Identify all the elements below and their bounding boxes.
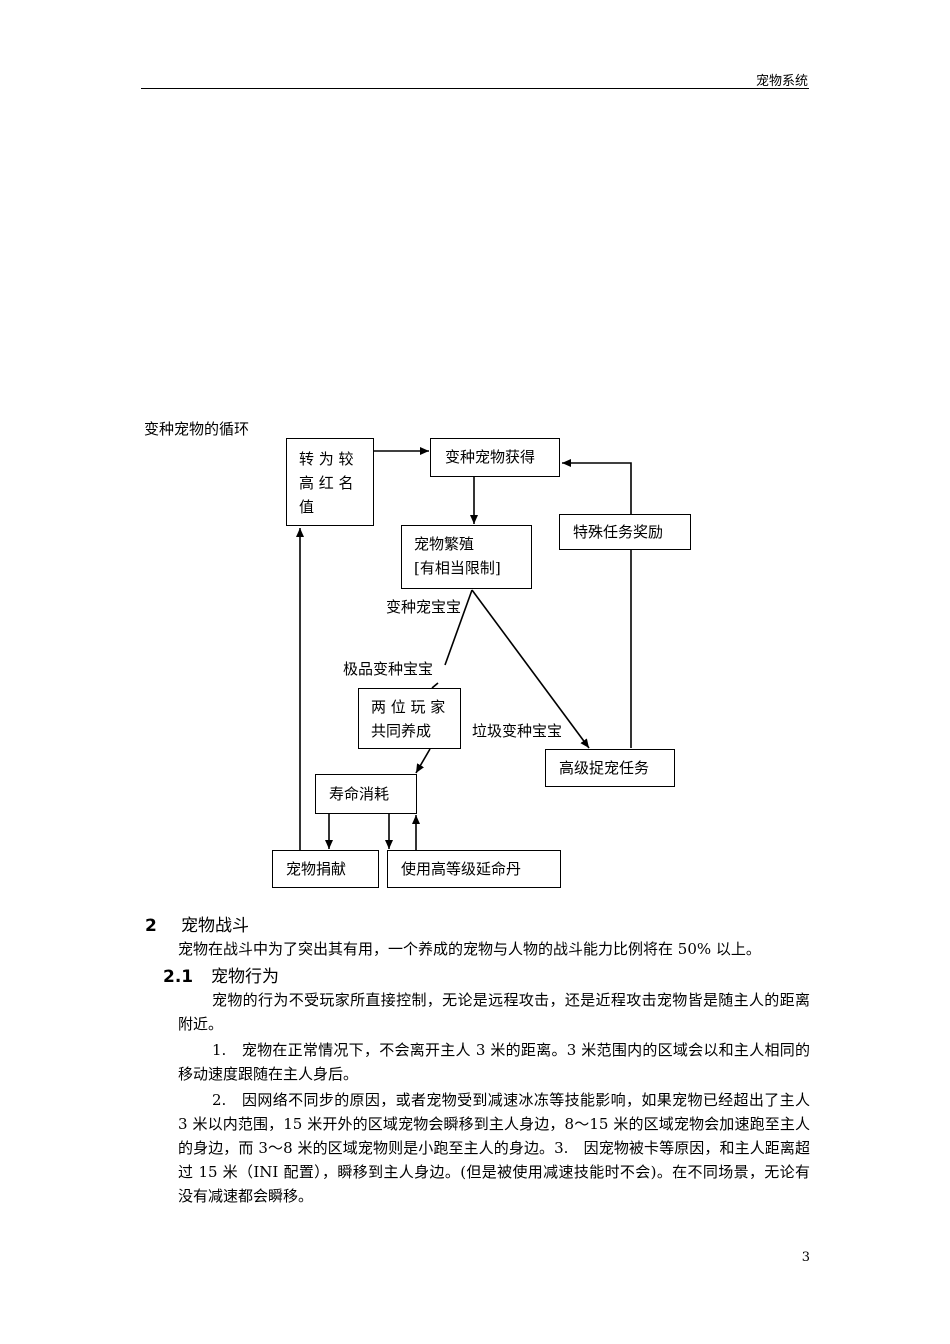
box-two-players: 两 位 玩 家 共同养成: [358, 688, 461, 749]
label-premium-baby: 极品变种宝宝: [343, 658, 434, 679]
box-special-reward: 特殊任务奖励: [559, 514, 691, 550]
arrow-two-to-life: [415, 748, 431, 774]
paragraph-rule-2: 2. 因网络不同步的原因，或者宠物受到减速冰冻等技能影响，如果宠物已经超出了主人…: [178, 1091, 810, 1205]
page-number: 3: [801, 1250, 810, 1265]
header-rule: [141, 88, 809, 89]
line-breed-to-premium: [444, 589, 473, 666]
box-donate: 宠物捐献: [272, 850, 379, 888]
section-title: 宠物战斗: [181, 916, 249, 936]
box-obtain-variant: 变种宠物获得: [430, 438, 560, 477]
page-header: 宠物系统: [755, 74, 808, 89]
box-life-cost: 寿命消耗: [315, 774, 417, 814]
diagram-title: 变种宠物的循环: [144, 420, 250, 438]
section-2-intro: 宠物在战斗中为了突出其有用，一个养成的宠物与人物的战斗能力比例将在 50% 以上…: [178, 940, 761, 958]
label-junk-baby: 垃圾变种宝宝: [472, 720, 563, 741]
label-variant-baby: 变种宠宝宝: [386, 596, 462, 617]
arrow-special-to-obtain: [562, 459, 632, 514]
section-number: 2: [145, 916, 157, 936]
box-breeding: 宠物繁殖 [有相当限制]: [401, 525, 532, 589]
subsection-title: 宠物行为: [211, 967, 279, 987]
section-2-heading: 2 宠物战斗: [145, 911, 249, 936]
paragraph-behavior: 宠物的行为不受玩家所直接控制，无论是远程攻击，还是近程攻击宠物皆是随主人的距离附…: [178, 991, 810, 1033]
box-elixir: 使用高等级延命丹: [387, 850, 561, 888]
line-premium-to-two: [431, 682, 439, 689]
box-advanced-catch: 高级捉宠任务: [545, 749, 675, 787]
section-2-1-heading: 2.1 宠物行为: [163, 962, 279, 987]
paragraph-rule-1: 1. 宠物在正常情况下，不会离开主人 3 米的距离。3 米范围内的区域会以和主人…: [178, 1041, 810, 1083]
box-high-red-name: 转 为 较 高 红 名 值: [286, 438, 374, 526]
arrow-breed-to-catch: [471, 589, 590, 749]
subsection-number: 2.1: [163, 967, 194, 987]
